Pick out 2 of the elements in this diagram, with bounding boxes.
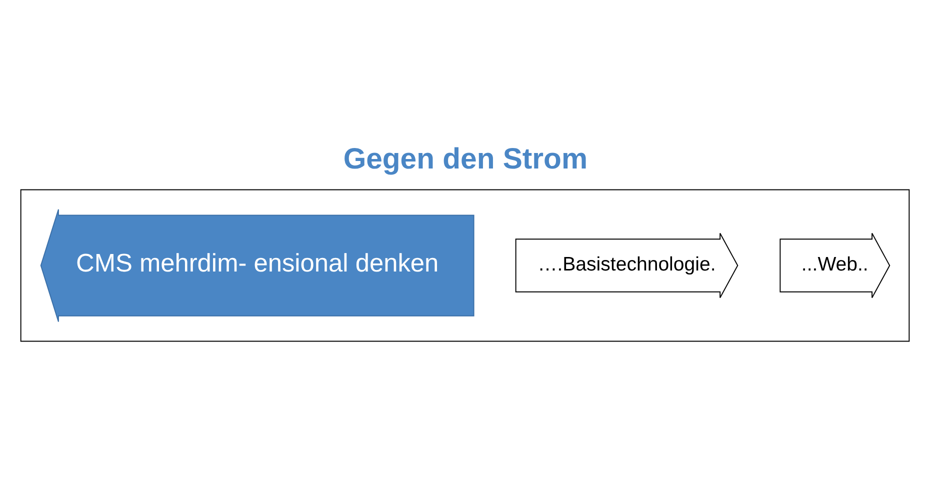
diagram-title: Gegen den Strom (343, 142, 588, 175)
cluster (20, 188, 910, 342)
